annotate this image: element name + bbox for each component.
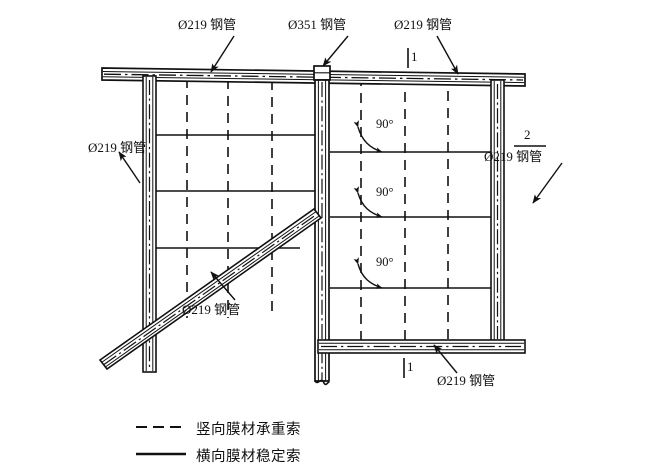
legend-label-vertical-cable: 竖向膜材承重索 — [196, 422, 301, 438]
leader-left-column-pipe — [118, 151, 141, 184]
angle-arc-2 — [353, 186, 383, 218]
label-top-center-pipe: Ø351 钢管 — [288, 17, 347, 32]
leader-top-right-pipe — [436, 35, 459, 75]
label-top-left-pipe: Ø219 钢管 — [178, 17, 237, 32]
vertical-load-cables-left — [186, 78, 273, 318]
angle-arc-1 — [353, 120, 383, 153]
diagonal-brace — [98, 207, 323, 371]
diagonal-brace-inner-upper — [101, 211, 317, 363]
left-column — [142, 75, 157, 373]
label-left-column-pipe: Ø219 钢管 — [88, 140, 147, 155]
angle-label-3: 90° — [376, 255, 394, 269]
center-column-break-symbol — [314, 379, 330, 386]
horizontal-stability-cables-right — [330, 151, 497, 289]
leader-right-column-pipe — [532, 162, 563, 204]
angle-label-2: 90° — [376, 185, 394, 199]
bottom-beam — [317, 339, 526, 354]
legend-label-horizontal-cable: 横向膜材稳定索 — [196, 449, 301, 465]
leader-top-left-pipe — [210, 35, 235, 73]
center-column — [313, 65, 331, 386]
diagonal-brace-inner-lower — [105, 215, 320, 368]
label-diagonal-pipe: Ø219 钢管 — [182, 302, 241, 317]
right-column — [490, 79, 505, 343]
section-mark-top-label: 1 — [411, 49, 418, 64]
section-mark-right-label: 2 — [524, 127, 531, 142]
leader-bottom-beam-pipe — [433, 344, 458, 374]
top-beam-centerline — [103, 73, 524, 81]
legend-keys — [136, 426, 186, 456]
section-mark-bottom-label: 1 — [407, 359, 414, 374]
leader-diagonal-pipe — [210, 271, 236, 301]
label-right-column-pipe: Ø219 钢管 — [484, 149, 543, 164]
angle-markers — [353, 120, 383, 289]
leader-lines — [118, 35, 563, 374]
section-mark-ticks — [403, 48, 546, 378]
vertical-load-cables-right — [360, 74, 449, 345]
leader-top-center-pipe — [322, 35, 349, 67]
label-top-right-pipe: Ø219 钢管 — [394, 17, 453, 32]
angle-label-1: 90° — [376, 117, 394, 131]
diagonal-brace-centerline — [103, 213, 317, 365]
angle-arc-3 — [353, 257, 383, 289]
label-bottom-beam-pipe: Ø219 钢管 — [437, 373, 496, 388]
